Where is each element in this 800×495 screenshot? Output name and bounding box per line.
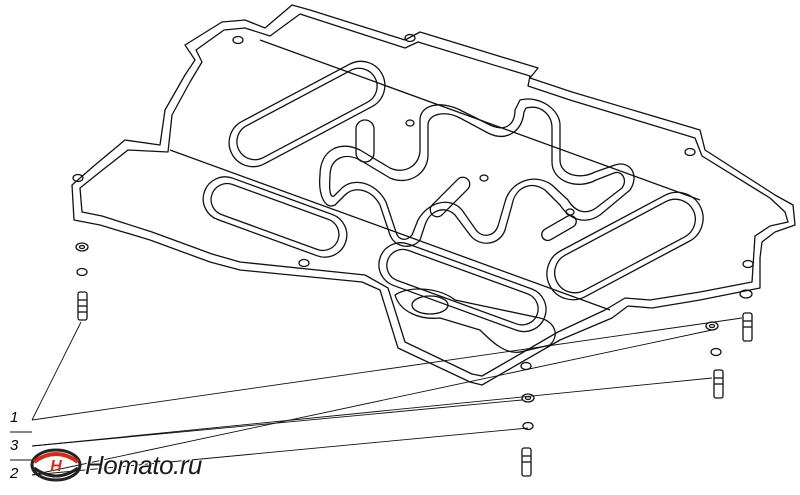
stamped-recess-4 xyxy=(378,242,547,333)
callout-3: 3 xyxy=(10,437,19,454)
callout-1: 1 xyxy=(10,409,19,426)
drain-hole xyxy=(411,295,449,315)
leader-lines xyxy=(10,317,743,476)
callout-2: 2 xyxy=(10,465,19,482)
slot-diagonal xyxy=(429,176,471,218)
plate-flange-line xyxy=(79,13,789,377)
stamped-recess-3 xyxy=(202,176,348,258)
plate-fold-line-front xyxy=(169,149,611,311)
drain-pocket xyxy=(394,288,556,353)
serpentine-stamping xyxy=(319,98,635,247)
hardware-bottom xyxy=(521,393,535,477)
hardware-right xyxy=(705,289,753,399)
slot-small xyxy=(541,214,577,242)
svg-text:H: H xyxy=(50,458,62,475)
homato-watermark: H Homato.ru xyxy=(30,446,230,484)
mounting-holes xyxy=(72,33,754,371)
serpentine-stamping-inner xyxy=(328,106,626,240)
slot-vertical xyxy=(355,119,375,163)
skid-plate-outline xyxy=(71,4,796,386)
stamped-recess-2 xyxy=(546,191,704,301)
stamped-recess-1 xyxy=(228,60,386,168)
homato-brand-text: Homato.ru xyxy=(85,450,202,480)
homato-logo-icon: H xyxy=(30,448,82,482)
hardware-left xyxy=(75,242,89,321)
